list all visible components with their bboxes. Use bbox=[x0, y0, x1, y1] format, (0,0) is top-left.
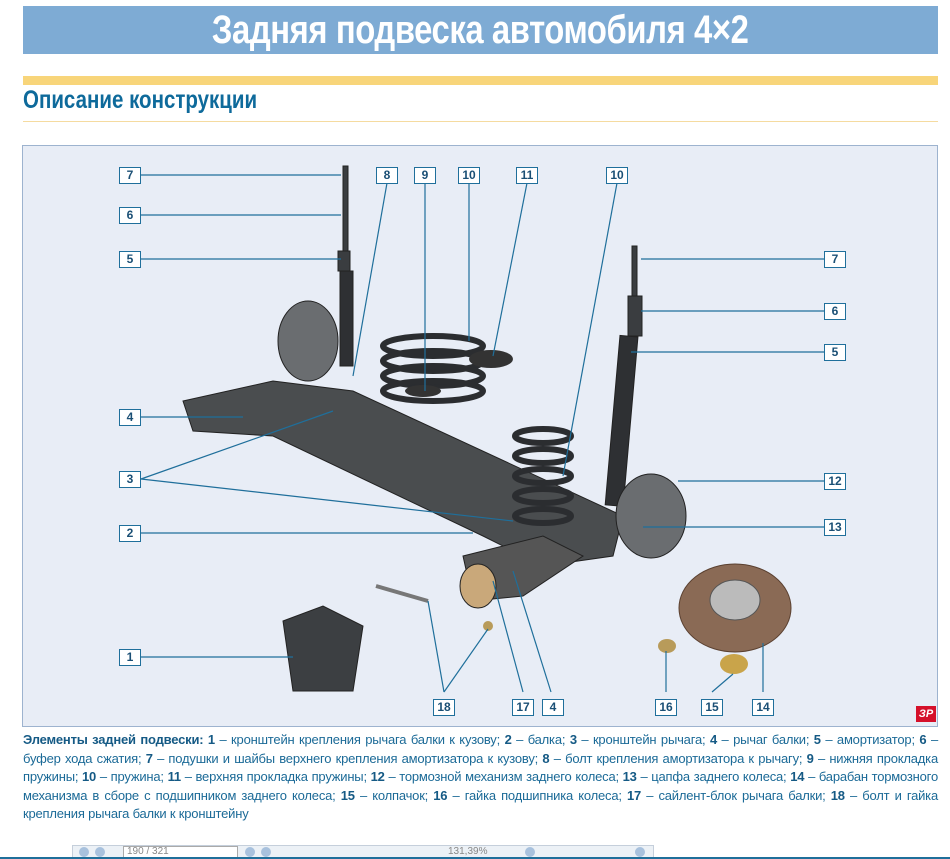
spring-installed bbox=[512, 426, 574, 526]
left-shock-absorber bbox=[339, 270, 354, 367]
caption-item-number: 2 bbox=[504, 732, 512, 747]
upper-spring-pad bbox=[469, 350, 513, 368]
caption-item-number: 12 bbox=[370, 769, 385, 784]
prev-page-icon[interactable] bbox=[95, 847, 105, 857]
arm-nut bbox=[483, 621, 493, 631]
caption-item-number: 17 bbox=[626, 787, 642, 803]
caption-item-number: 18 bbox=[830, 787, 845, 803]
caption-item-text: – верхняя прокладка пружины; bbox=[180, 769, 371, 784]
caption-item-text: – болт крепления амортизатора к рычагу; bbox=[549, 750, 807, 766]
caption-item-text: – буфер хода сжатия; bbox=[23, 732, 938, 766]
caption-item-number: 6 bbox=[919, 732, 927, 747]
thin-divider bbox=[23, 121, 938, 122]
caption-item-number: 16 bbox=[433, 787, 448, 803]
callout-17: 17 bbox=[512, 699, 534, 716]
callout-4: 4 bbox=[119, 409, 141, 426]
left-shock-buffer bbox=[337, 250, 351, 272]
callout-14: 14 bbox=[752, 699, 774, 716]
figure-caption: Элементы задней подвески: 1 – кронштейн … bbox=[23, 731, 938, 824]
caption-item-text: – барабан тормозного механизма в сборе с… bbox=[23, 769, 938, 803]
callout-7: 7 bbox=[119, 167, 141, 184]
leader-lines bbox=[140, 174, 824, 693]
caption-item-number: 13 bbox=[622, 769, 637, 784]
publisher-logo: ЗР bbox=[916, 706, 936, 722]
arm-bolt bbox=[375, 584, 429, 603]
caption-item-text: – сайлент-блок рычага балки; bbox=[641, 787, 831, 803]
callout-6: 6 bbox=[119, 207, 141, 224]
bearing-nut bbox=[658, 639, 676, 653]
caption-item-text: – амортизатор; bbox=[820, 732, 920, 747]
caption-item-text: – колпачок; bbox=[354, 787, 434, 803]
caption-item-number: 14 bbox=[790, 769, 805, 784]
lower-spring-pad bbox=[405, 385, 441, 397]
section-heading-text: Описание конструкции bbox=[23, 86, 258, 114]
callout-5: 5 bbox=[119, 251, 141, 268]
callout-3: 3 bbox=[119, 471, 141, 488]
callout-10: 10 bbox=[458, 167, 480, 184]
zoom-in-icon[interactable] bbox=[635, 847, 645, 857]
silent-block bbox=[459, 563, 497, 609]
last-page-icon[interactable] bbox=[261, 847, 271, 857]
caption-item-text: – тормозной механизм заднего колеса; bbox=[384, 769, 623, 784]
callout-1: 1 bbox=[119, 649, 141, 666]
caption-item-text: – пружина; bbox=[96, 769, 168, 784]
callout-8: 8 bbox=[376, 167, 398, 184]
caption-item-text: – цапфа заднего колеса; bbox=[636, 769, 791, 784]
suspension-diagram: 7 6 5 8 9 10 11 10 7 6 5 4 3 2 12 13 1 1… bbox=[22, 145, 938, 727]
caption-item-number: 10 bbox=[82, 769, 97, 784]
caption-item-text: – подушки и шайбы верхнего крепления амо… bbox=[152, 750, 543, 766]
caption-item-number: 7 bbox=[145, 750, 153, 766]
zoom-out-icon[interactable] bbox=[525, 847, 535, 857]
bottom-divider bbox=[0, 857, 950, 859]
caption-item-number: 8 bbox=[542, 750, 550, 766]
pdf-viewer-toolbar: 190 / 321 131,39% bbox=[72, 845, 654, 859]
caption-item-number: 3 bbox=[569, 732, 577, 747]
section-heading: Описание конструкции bbox=[23, 86, 309, 115]
callout-4-bottom: 4 bbox=[542, 699, 564, 716]
caption-item-text: – гайка подшипника колеса; bbox=[447, 787, 627, 803]
hub-cap bbox=[720, 654, 748, 674]
callout-13: 13 bbox=[824, 519, 846, 536]
arm-bracket bbox=[282, 605, 364, 692]
right-shock-buffer bbox=[627, 295, 643, 337]
left-brake-shield bbox=[277, 300, 339, 382]
caption-item-text: – нижняя прокладка пружины; bbox=[23, 750, 938, 785]
callout-9: 9 bbox=[414, 167, 436, 184]
callout-16: 16 bbox=[655, 699, 677, 716]
caption-lead: Элементы задней подвески: bbox=[23, 732, 204, 747]
callout-2: 2 bbox=[119, 525, 141, 542]
caption-item-number: 9 bbox=[806, 750, 814, 766]
page-title-text: Задняя подвеска автомобиля 4×2 bbox=[212, 8, 749, 52]
right-brake-mechanism bbox=[615, 473, 687, 559]
caption-item-number: 15 bbox=[340, 787, 355, 803]
next-page-icon[interactable] bbox=[245, 847, 255, 857]
suspension-illustration bbox=[140, 165, 824, 693]
zoom-level[interactable]: 131,39% bbox=[448, 846, 488, 857]
page-title: Задняя подвеска автомобиля 4×2 bbox=[23, 6, 938, 54]
right-shock-rod bbox=[631, 245, 638, 297]
callout-12: 12 bbox=[824, 473, 846, 490]
yellow-divider bbox=[23, 76, 938, 85]
caption-item-text: – балка; bbox=[511, 732, 570, 747]
drum-hub bbox=[709, 579, 761, 621]
callout-6-right: 6 bbox=[824, 303, 846, 320]
caption-item-number: 1 bbox=[207, 732, 215, 747]
caption-item-text: – рычаг балки; bbox=[716, 732, 814, 747]
callout-10-right: 10 bbox=[606, 167, 628, 184]
caption-item-text: – кронштейн крепления рычага балки к куз… bbox=[214, 732, 505, 747]
caption-item-number: 4 bbox=[709, 732, 717, 747]
caption-item-text: – болт и гайка крепления рычага балки к … bbox=[23, 787, 938, 822]
rear-beam bbox=[182, 380, 624, 567]
caption-item-number: 5 bbox=[813, 732, 821, 747]
callout-15: 15 bbox=[701, 699, 723, 716]
left-shock-rod bbox=[342, 165, 349, 252]
callout-11: 11 bbox=[516, 167, 538, 184]
first-page-icon[interactable] bbox=[79, 847, 89, 857]
caption-item-text: – кронштейн рычага; bbox=[576, 732, 710, 747]
callout-7-right: 7 bbox=[824, 251, 846, 268]
caption-item-number: 11 bbox=[167, 769, 182, 784]
callout-18: 18 bbox=[433, 699, 455, 716]
callout-5-right: 5 bbox=[824, 344, 846, 361]
right-shock-absorber bbox=[604, 334, 639, 507]
